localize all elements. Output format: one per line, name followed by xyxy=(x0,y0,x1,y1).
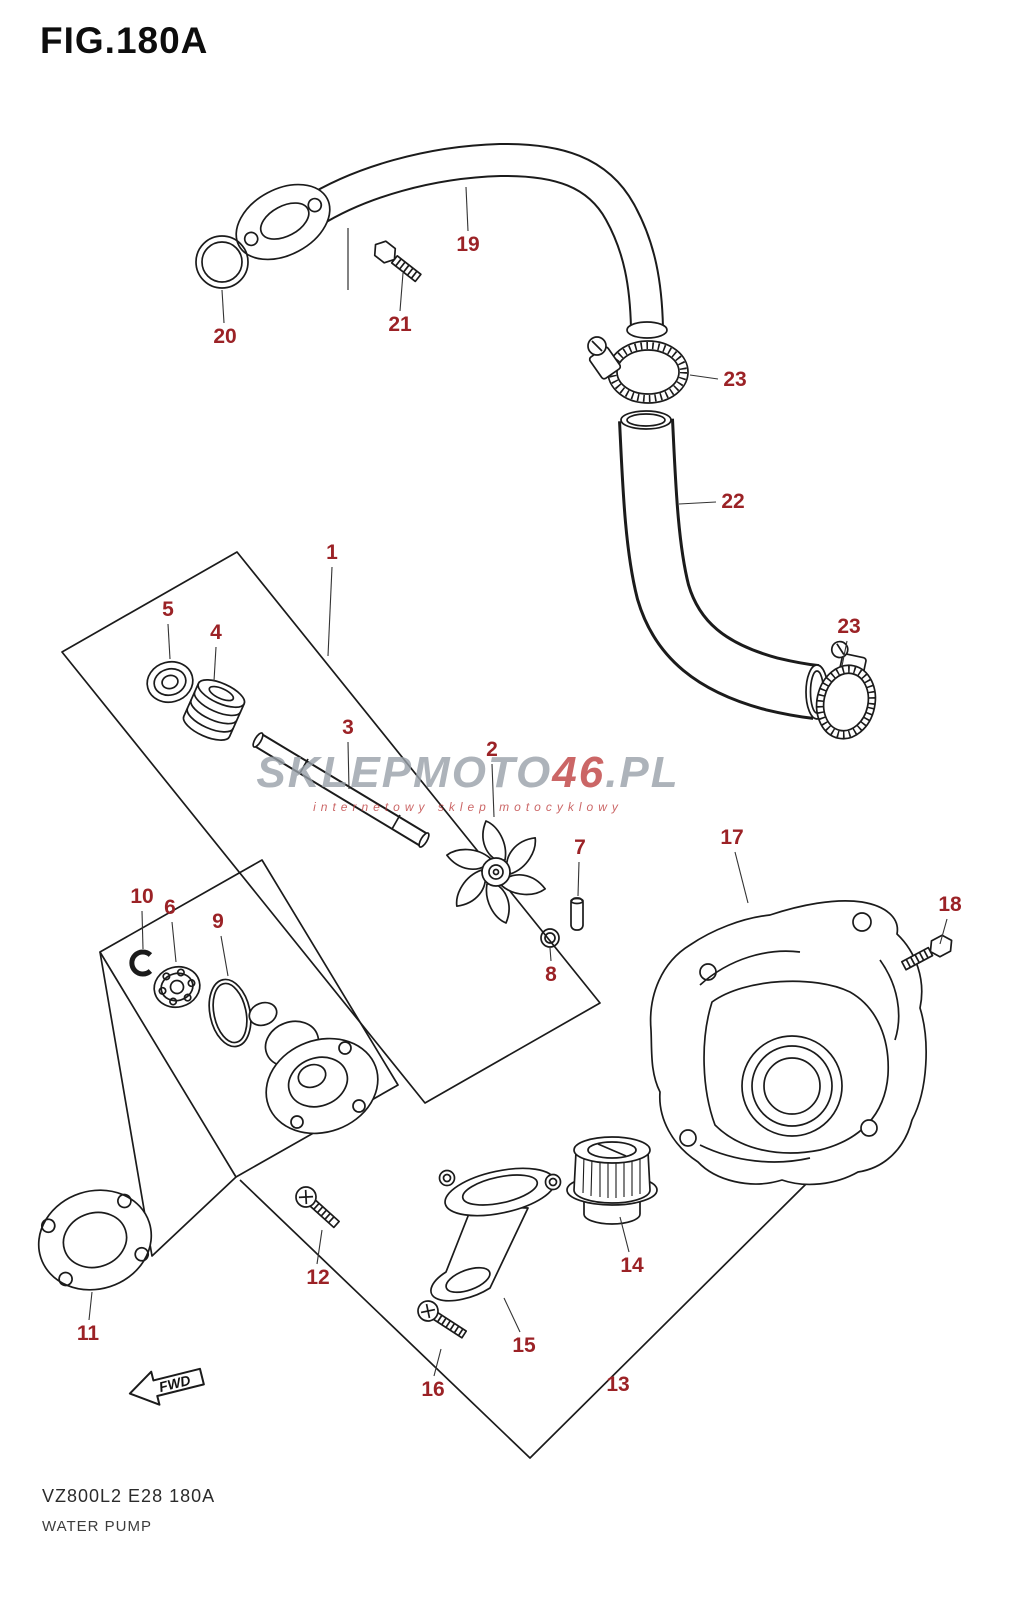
circlip-10 xyxy=(129,949,153,977)
o-ring-8 xyxy=(540,928,560,948)
callout-21: 21 xyxy=(388,313,412,336)
callout-19: 19 xyxy=(456,233,480,256)
water-pipe-19 xyxy=(235,142,668,339)
assembly-box-2 xyxy=(99,859,399,1257)
fwd-arrow: FWD xyxy=(128,1367,205,1406)
callout-23-lower: 23 xyxy=(837,615,861,638)
o-ring-20 xyxy=(195,235,249,289)
callout-22: 22 xyxy=(721,490,745,513)
figure-footer: VZ800L2 E28 180A WATER PUMP xyxy=(42,1486,215,1535)
hose-clamp-23-upper xyxy=(587,336,689,404)
callout-12: 12 xyxy=(306,1266,330,1289)
callout-17: 17 xyxy=(720,826,744,849)
assembly-box-1 xyxy=(61,551,601,1104)
mechanical-seal-4 xyxy=(182,679,246,741)
thermostat-14 xyxy=(566,1136,658,1225)
callout-13: 13 xyxy=(606,1373,630,1396)
callout-8: 8 xyxy=(545,963,557,986)
screw-16 xyxy=(417,1300,468,1339)
fwd-label: FWD xyxy=(157,1372,192,1395)
callout-3: 3 xyxy=(342,716,354,739)
thermostat-cover-15 xyxy=(430,1167,562,1302)
callout-5: 5 xyxy=(162,598,174,621)
impeller-2 xyxy=(445,820,547,924)
callout-6: 6 xyxy=(164,896,176,919)
pump-body xyxy=(248,1001,379,1135)
callout-10: 10 xyxy=(130,885,154,908)
callout-4: 4 xyxy=(210,621,222,644)
callout-23-upper: 23 xyxy=(723,368,747,391)
group-13-lines xyxy=(239,1179,807,1459)
callout-2: 2 xyxy=(486,738,498,761)
callout-15: 15 xyxy=(512,1334,536,1357)
bolt-21 xyxy=(373,240,422,283)
callout-18: 18 xyxy=(938,893,962,916)
callout-16: 16 xyxy=(421,1378,445,1401)
bolt-18 xyxy=(900,934,953,971)
pin-7 xyxy=(570,897,584,931)
figure-name: WATER PUMP xyxy=(42,1518,152,1535)
callout-11: 11 xyxy=(76,1322,100,1345)
bearing-6 xyxy=(153,965,201,1009)
hose-22 xyxy=(618,410,829,720)
shaft-3 xyxy=(252,732,430,848)
figure-title: FIG.180A xyxy=(40,20,209,61)
o-ring-9 xyxy=(208,978,252,1048)
leader-lines xyxy=(88,186,948,1377)
callout-7: 7 xyxy=(574,836,586,859)
pump-case-17 xyxy=(649,900,927,1186)
gasket-11 xyxy=(37,1189,153,1291)
callout-1: 1 xyxy=(326,541,338,564)
hose-clamp-23-lower xyxy=(815,640,877,740)
screw-12 xyxy=(295,1186,340,1229)
callout-20: 20 xyxy=(213,325,237,348)
figure-code: VZ800L2 E28 180A xyxy=(42,1486,216,1506)
callout-14: 14 xyxy=(620,1254,644,1277)
callout-9: 9 xyxy=(212,910,224,933)
seal-5 xyxy=(146,660,194,704)
